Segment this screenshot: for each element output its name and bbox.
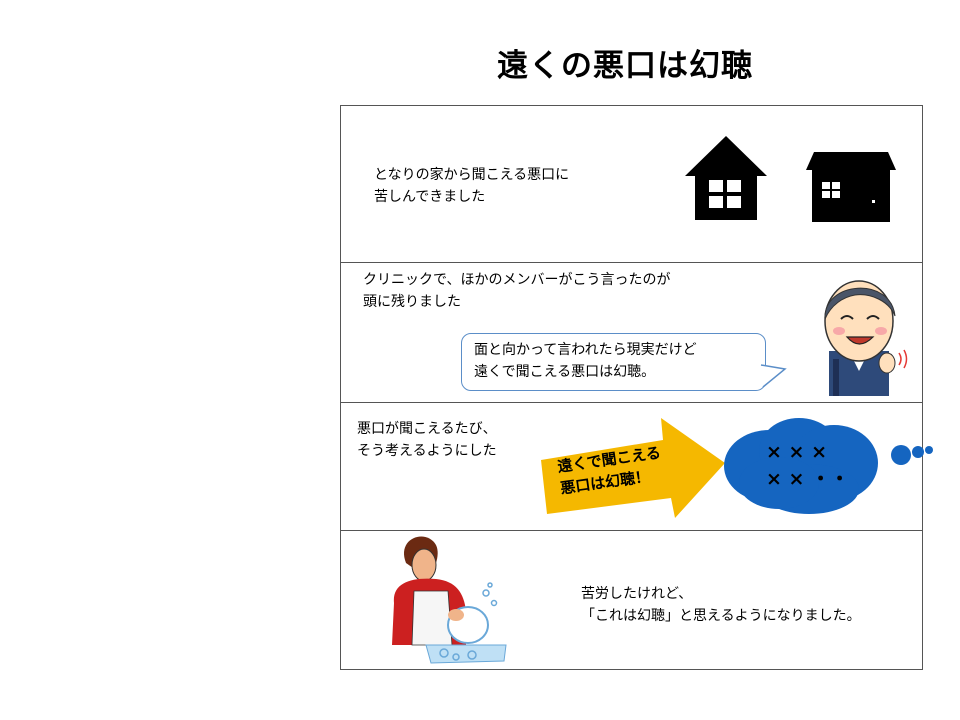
thought-cloud-text: × × × × × ・・ [766, 441, 850, 490]
panel-4: 苦労したけれど、 「これは幻聴」と思えるようになりました。 [341, 531, 922, 671]
speech-bubble-tail [758, 364, 787, 388]
page-title: 遠くの悪口は幻聴 [497, 48, 753, 84]
panel-3-text: 悪口が聞こえるたび、 そう考えるようにした [357, 421, 497, 459]
arrow-right-icon [541, 418, 725, 518]
house-icon [685, 136, 767, 220]
smiling-man-icon [824, 280, 908, 396]
thought-cloud-icon [724, 418, 933, 514]
house-icon [806, 152, 896, 222]
comic-panels: となりの家から聞こえる悪口に 苦しんできました クリニックで、ほかのメンバーがこ… [340, 105, 933, 671]
panel-1: となりの家から聞こえる悪口に 苦しんできました [341, 106, 922, 263]
panel-1-text: となりの家から聞こえる悪口に 苦しんできました [374, 167, 570, 205]
panel-2-text: クリニックで、ほかのメンバーがこう言ったのが 頭に残りました [363, 272, 671, 310]
panel-3: 悪口が聞こえるたび、 そう考えるようにした 遠くで聞こえる 悪口は幻聴！ × ×… [341, 403, 933, 531]
woman-washing-dishes-icon [392, 536, 507, 664]
speech-bubble: 面と向かって言われたら現実だけど 遠くで聞こえる悪口は幻聴。 [461, 333, 766, 391]
panel-2: クリニックで、ほかのメンバーがこう言ったのが 頭に残りました 面と向かって言われ… [341, 263, 922, 403]
panel-4-text: 苦労したけれど、 「これは幻聴」と思えるようになりました。 [581, 586, 861, 624]
speech-bubble-text: 面と向かって言われたら現実だけど 遠くで聞こえる悪口は幻聴。 [474, 342, 697, 380]
